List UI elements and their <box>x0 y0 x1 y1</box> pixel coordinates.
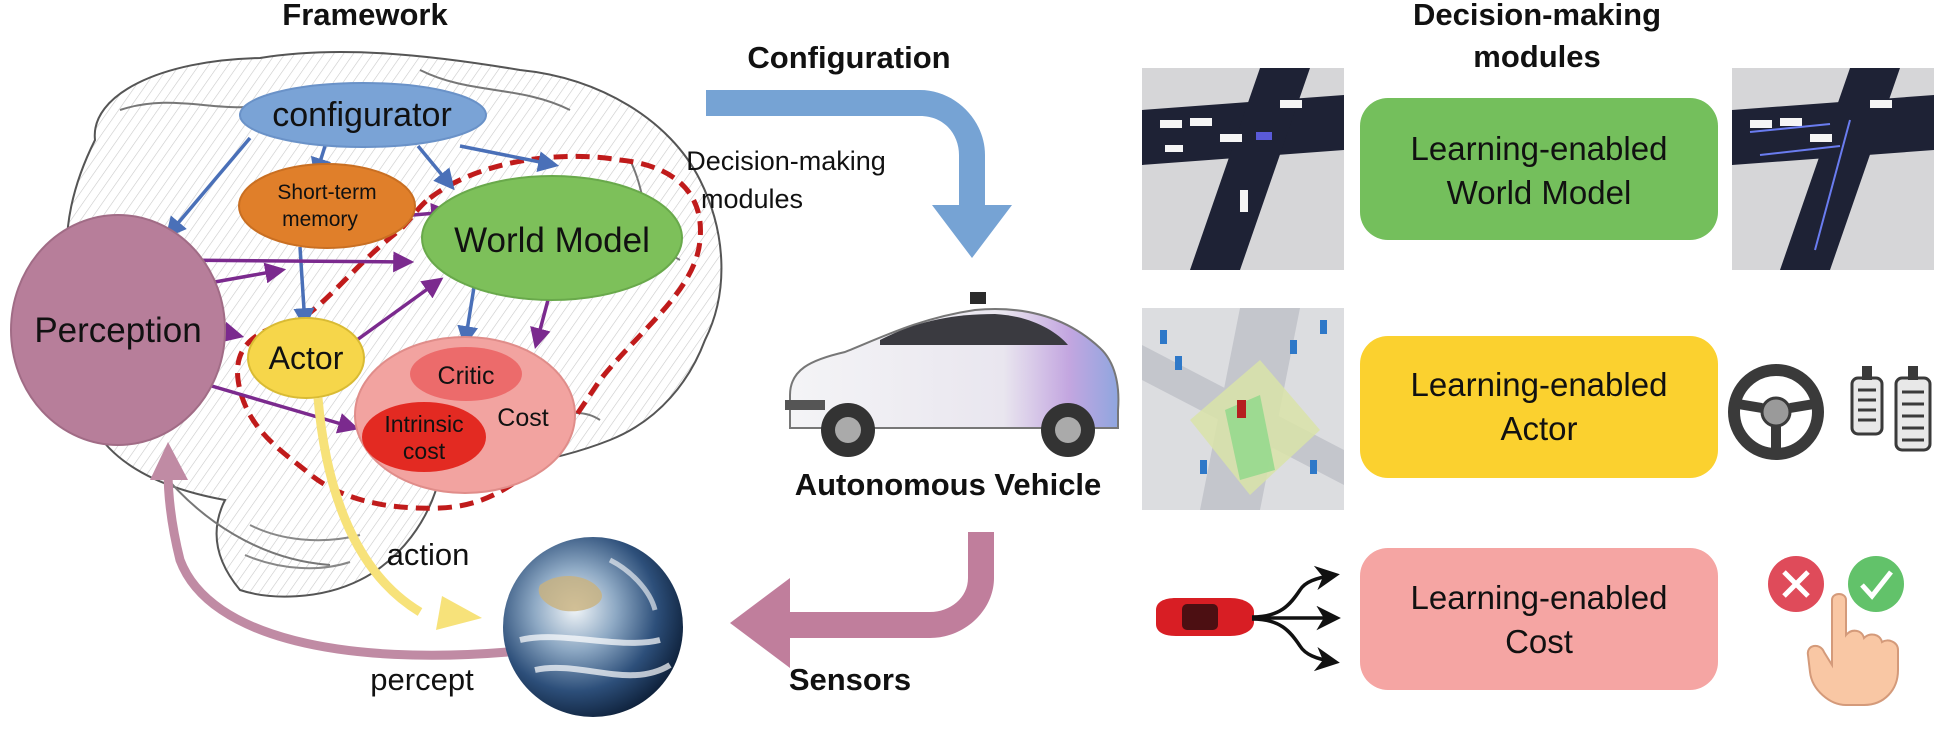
critic-label: Critic <box>438 362 495 390</box>
short-term-memory-label-line2: memory <box>282 208 358 231</box>
accept-icon <box>1848 556 1904 612</box>
sensors-arrow <box>730 532 994 668</box>
configuration-arrow <box>706 90 1012 258</box>
percept-arrow <box>163 469 509 660</box>
intrinsic-cost-label-line2: cost <box>403 438 446 464</box>
percept-arrowhead <box>150 442 188 480</box>
module-actor-line2: Actor <box>1500 410 1577 447</box>
modules-title-line2: modules <box>1473 39 1600 74</box>
pedals-icon <box>1850 366 1932 452</box>
configurator-node <box>239 82 487 148</box>
actor-label: Actor <box>269 340 344 376</box>
intrinsic-cost-label-line1: Intrinsic <box>384 411 463 437</box>
steering-wheel-icon <box>1728 364 1824 460</box>
percept-label: percept <box>370 662 474 697</box>
actor-scene <box>1142 308 1344 510</box>
short-term-memory-label-line1: Short-term <box>277 181 376 204</box>
module-cost: Learning-enabled Cost <box>1360 548 1718 690</box>
vehicle-label: Autonomous Vehicle <box>795 467 1102 502</box>
reject-icon <box>1768 556 1824 612</box>
action-label: action <box>387 537 470 572</box>
module-actor-line1: Learning-enabled <box>1411 366 1668 403</box>
perception-label: Perception <box>34 311 201 350</box>
hand-pointer-icon <box>1806 593 1899 706</box>
earth-image <box>503 537 683 717</box>
world-model-scene-left <box>1142 68 1344 270</box>
module-world-model-line2: World Model <box>1447 174 1632 211</box>
short-term-memory-node <box>238 163 416 249</box>
world-model-label: World Model <box>454 221 650 260</box>
configurator-label: configurator <box>272 96 452 134</box>
sensors-label: Sensors <box>789 662 911 697</box>
decision-making-note-line1: Decision-making <box>686 146 886 176</box>
modules-title-line1: Decision-making <box>1413 0 1661 32</box>
framework-title: Framework <box>282 0 448 32</box>
autonomous-vehicle-image <box>785 292 1120 457</box>
perception-node <box>10 214 226 446</box>
intrinsic-cost-node <box>362 402 486 472</box>
cost-car-branches <box>1156 565 1341 672</box>
module-cost-line1: Learning-enabled <box>1411 579 1668 616</box>
module-actor: Learning-enabled Actor <box>1360 336 1718 478</box>
module-cost-line2: Cost <box>1505 623 1573 660</box>
configuration-label: Configuration <box>747 40 950 75</box>
action-arrowhead <box>436 596 482 630</box>
cost-label: Cost <box>497 404 548 432</box>
world-model-scene-right <box>1732 68 1934 270</box>
module-world-model-line1: Learning-enabled <box>1411 130 1668 167</box>
decision-making-note-line2: modules <box>701 184 803 214</box>
world-model-node <box>421 175 683 301</box>
action-arrow <box>313 397 423 616</box>
critic-node <box>410 347 522 401</box>
actor-node <box>247 317 365 399</box>
module-world-model: Learning-enabled World Model <box>1360 98 1718 240</box>
